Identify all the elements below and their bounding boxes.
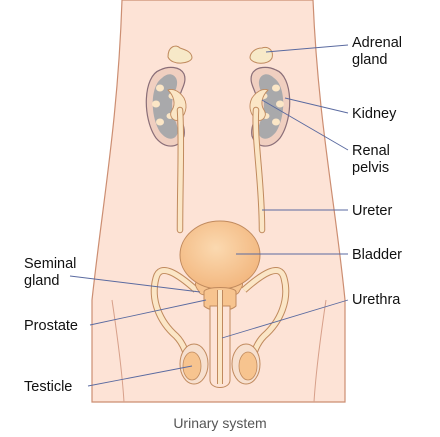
label-adrenal-gland-line1: Adrenal <box>352 35 402 51</box>
label-urethra: Urethra <box>352 292 401 308</box>
testicle-right <box>232 344 260 384</box>
label-prostate: Prostate <box>24 318 78 334</box>
label-adrenal-gland-line2: gland <box>352 52 387 68</box>
label-renal-pelvis-line2: pelvis <box>352 160 389 176</box>
label-ureter: Ureter <box>352 203 392 219</box>
label-renal-pelvis-line1: Renal <box>352 143 390 159</box>
label-testicle: Testicle <box>24 379 72 395</box>
bladder <box>180 221 260 289</box>
label-kidney: Kidney <box>352 106 397 122</box>
testicle-left <box>180 344 208 384</box>
label-seminal-gland-line2: gland <box>24 273 59 289</box>
caption: Urinary system <box>173 415 266 431</box>
label-seminal-gland-line1: Seminal <box>24 256 76 272</box>
label-bladder: Bladder <box>352 247 402 263</box>
